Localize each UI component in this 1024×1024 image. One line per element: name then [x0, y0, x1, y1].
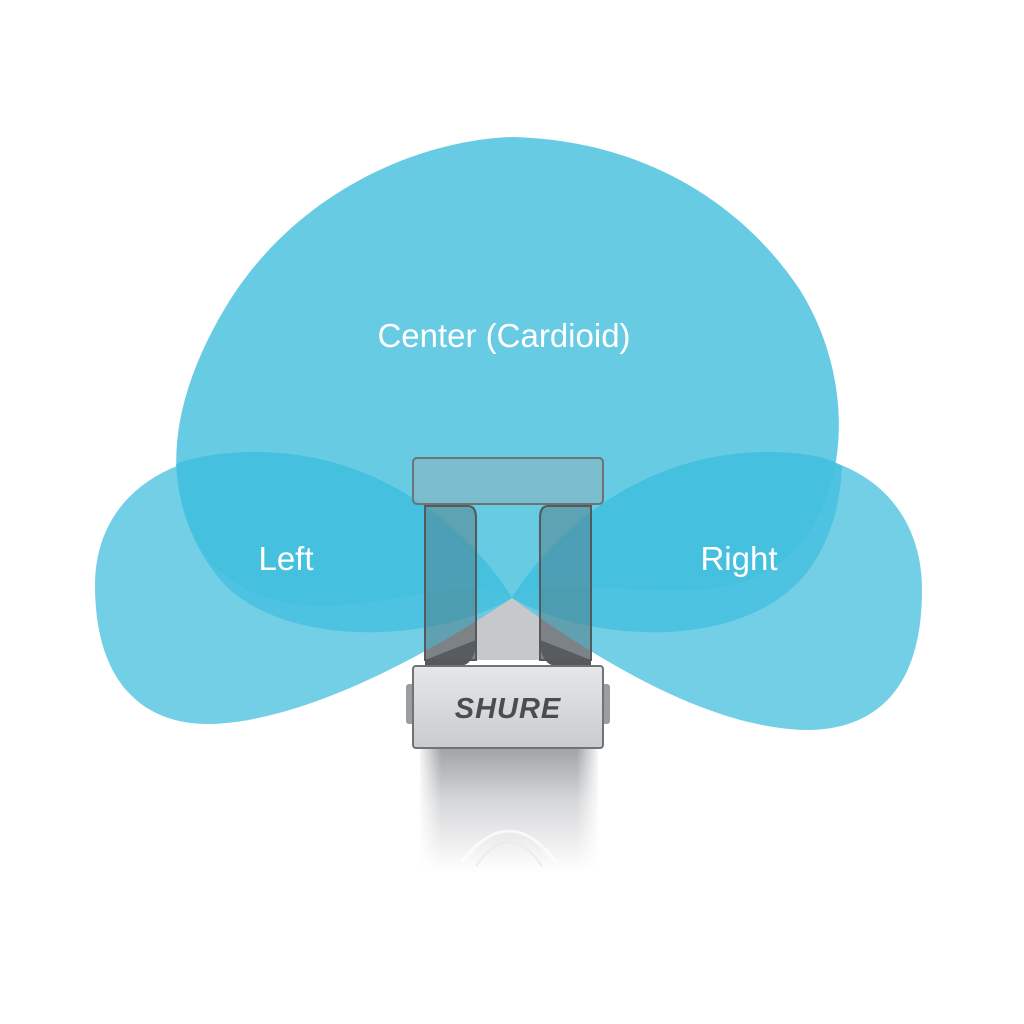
microphone-handle	[420, 742, 598, 872]
capsule-band: SHURE	[406, 665, 610, 749]
right-overlap-region	[512, 451, 842, 633]
brand-logo-text: SHURE	[455, 693, 562, 725]
center-cardioid-label: Center (Cardioid)	[377, 317, 630, 354]
pickup-lobes	[95, 137, 922, 730]
left-label: Left	[258, 540, 313, 577]
capsule-overlay	[412, 457, 604, 661]
left-overlap-region	[176, 451, 512, 633]
right-label: Right	[700, 540, 777, 577]
